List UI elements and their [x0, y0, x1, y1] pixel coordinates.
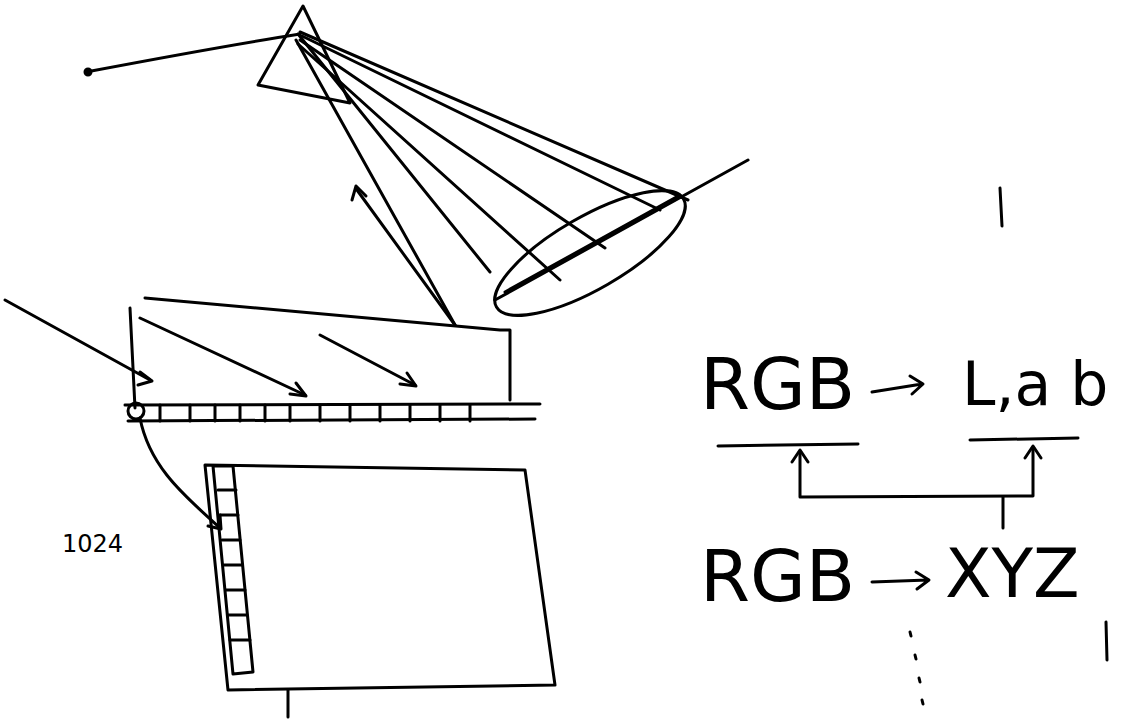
arrowhead: [352, 186, 366, 200]
light-ray: [86, 34, 300, 72]
arrow: [140, 418, 220, 528]
color-space-label: XYZ: [945, 540, 1080, 608]
pixel-column: [213, 466, 253, 674]
lens-axis: [495, 160, 748, 300]
dimension-label: 1024: [62, 532, 123, 556]
color-space-label: RGB: [700, 540, 855, 612]
lens-axis: [505, 195, 680, 292]
image-box: [205, 465, 555, 690]
lens: [478, 168, 701, 338]
arrow: [872, 572, 929, 589]
arrowhead: [208, 515, 221, 529]
arrows: [5, 300, 416, 396]
bracket: [718, 438, 1078, 528]
sensor-box: [130, 298, 510, 408]
pixel-ruler: [125, 403, 540, 421]
color-space-label: RGB: [700, 348, 855, 420]
arrow: [357, 190, 455, 325]
tick: [1000, 188, 1002, 226]
dots: [910, 632, 923, 704]
light-source: [85, 69, 91, 75]
dispersed-rays: [296, 32, 688, 325]
color-space-label: L,a b: [962, 354, 1108, 414]
arrow: [872, 376, 923, 394]
tick: [287, 690, 290, 717]
tick: [1106, 622, 1107, 660]
